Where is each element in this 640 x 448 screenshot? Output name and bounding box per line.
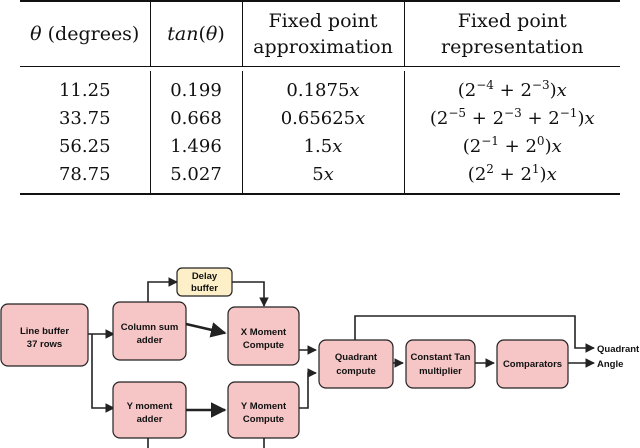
x-moment-compute-block: X Moment Compute — [227, 306, 300, 366]
svg-text:compute: compute — [336, 366, 376, 377]
svg-text:X Moment: X Moment — [241, 327, 287, 338]
quadrant-output-label: Quadrant — [597, 344, 640, 355]
cell-fixed-point-approximation: 1.5x — [241, 133, 404, 161]
cell-tan-theta: 1.496 — [149, 133, 242, 161]
svg-text:multiplier: multiplier — [419, 366, 462, 377]
line-buffer-block: Line buffer 37 rows — [0, 303, 89, 367]
svg-text:Column sum: Column sum — [121, 322, 179, 333]
cell-fixed-point-representation: (2−1 + 20)x — [403, 133, 620, 161]
cell-theta-degrees: 33.75 — [58, 108, 111, 129]
cell-theta-degrees: 11.25 — [58, 80, 111, 101]
comparators-block: Comparators — [496, 339, 569, 389]
constant-tan-multiplier-block: Constant Tan multiplier — [405, 339, 476, 389]
svg-text:Y Moment: Y Moment — [241, 401, 287, 412]
column-sum-adder-block: Column sum adder — [112, 301, 187, 361]
svg-text:Delay: Delay — [192, 271, 218, 282]
svg-text:37 rows: 37 rows — [27, 339, 62, 350]
connection-lines — [88, 277, 595, 448]
cell-tan-theta: 0.668 — [149, 105, 242, 133]
svg-text:adder: adder — [137, 414, 163, 425]
delay-buffer-block: Delay buffer — [176, 267, 233, 297]
svg-text:Compute: Compute — [243, 340, 284, 351]
cell-tan-theta: 5.027 — [149, 161, 242, 194]
cell-fixed-point-representation: (2−5 + 2−3 + 2−1)x — [403, 105, 620, 133]
svg-text:Line buffer: Line buffer — [20, 326, 69, 337]
moment-computation-block-diagram: Line buffer 37 rows Column sum adder Del… — [0, 267, 640, 448]
svg-text:Constant Tan: Constant Tan — [411, 352, 471, 363]
y-moment-compute-block: Y Moment Compute — [227, 381, 300, 439]
cell-fixed-point-approximation: 0.65625x — [241, 105, 404, 133]
cell-fixed-point-approximation: 5x — [241, 161, 404, 194]
svg-text:Y moment: Y moment — [127, 401, 174, 412]
header-theta-degrees: θ (degrees) — [20, 1, 150, 67]
cell-fixed-point-representation: (2−4 + 2−3)x — [403, 71, 620, 105]
svg-text:Comparators: Comparators — [503, 359, 562, 370]
angle-output-label: Angle — [597, 359, 623, 370]
svg-text:Compute: Compute — [243, 414, 284, 425]
cell-fixed-point-representation: (22 + 21)x — [403, 161, 620, 194]
cell-tan-theta: 0.199 — [149, 71, 242, 105]
cell-theta-degrees: 56.25 — [58, 136, 111, 157]
cell-theta-degrees: 78.75 — [58, 164, 111, 185]
svg-text:buffer: buffer — [191, 283, 218, 294]
svg-text:adder: adder — [137, 335, 163, 346]
quadrant-compute-block: Quadrant compute — [318, 339, 394, 389]
cell-fixed-point-approximation: 0.1875x — [241, 71, 404, 105]
svg-text:Quadrant: Quadrant — [335, 352, 378, 363]
y-moment-adder-block: Y moment adder — [112, 381, 187, 439]
header-tan-theta: tan(θ) — [149, 1, 242, 67]
